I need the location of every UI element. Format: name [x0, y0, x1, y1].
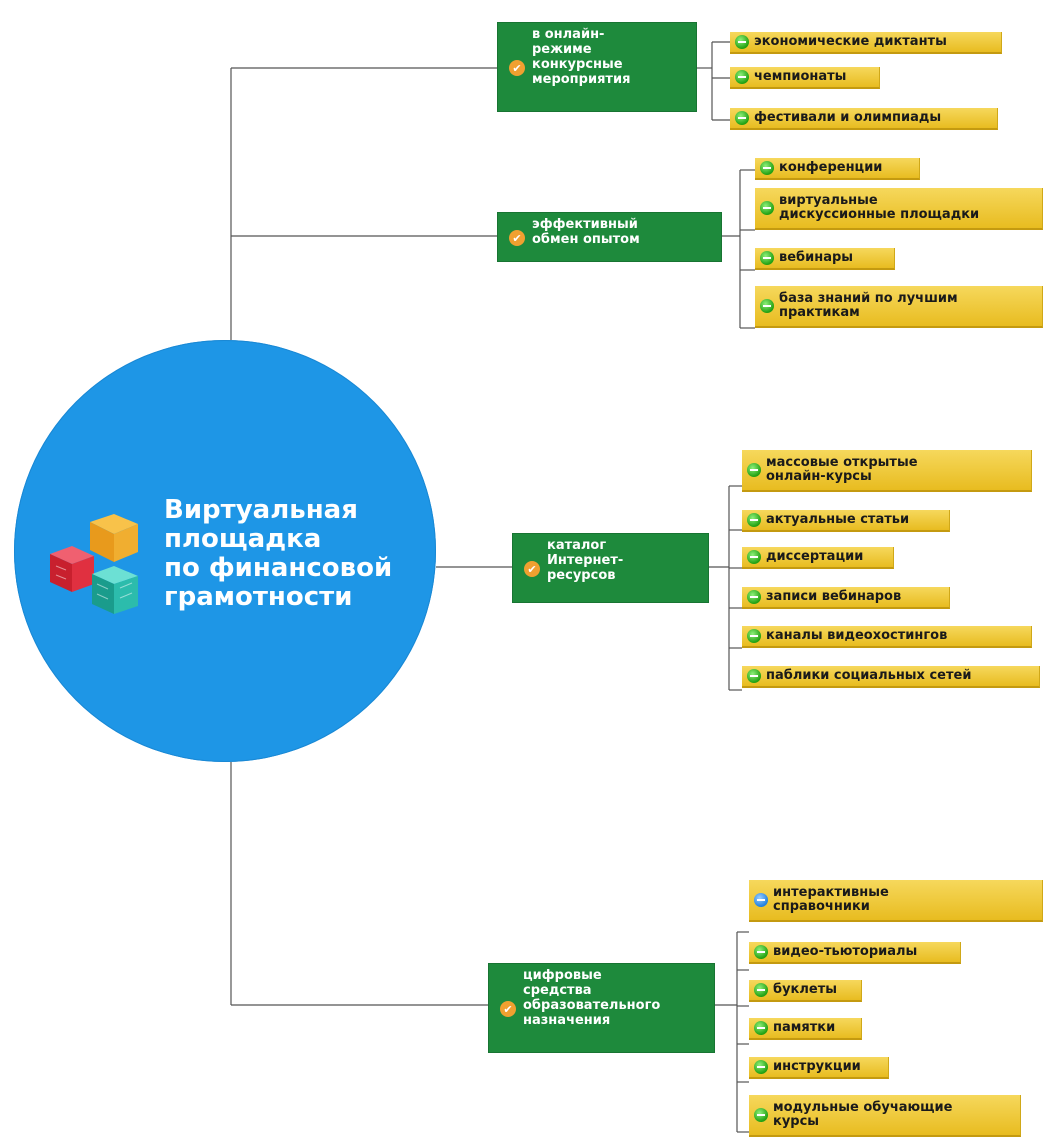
branch-online-contests[interactable]: ✔ в онлайн- режиме конкурсные мероприяти…	[497, 22, 697, 112]
leaf-booklets[interactable]: буклеты	[749, 980, 862, 1002]
green-bullet-icon	[735, 70, 749, 84]
leaf-conferences[interactable]: конференции	[755, 158, 920, 180]
leaf-label: модульные обучающие курсы	[773, 1100, 953, 1129]
leaf-social-network-publics[interactable]: паблики социальных сетей	[742, 666, 1040, 688]
branch-label: каталог Интернет- ресурсов	[547, 538, 624, 583]
check-icon: ✔	[524, 561, 540, 577]
leaf-instructions[interactable]: инструкции	[749, 1057, 889, 1079]
leaf-label: фестивали и олимпиады	[754, 110, 942, 125]
cubes-icon	[50, 514, 138, 614]
leaf-label: паблики социальных сетей	[766, 668, 972, 683]
green-bullet-icon	[754, 945, 768, 959]
leaf-label: конференции	[779, 160, 883, 175]
leaf-interactive-reference[interactable]: интерактивные справочники	[749, 880, 1043, 922]
green-bullet-icon	[754, 1060, 768, 1074]
green-bullet-icon	[760, 299, 774, 313]
leaf-webinar-recordings[interactable]: записи вебинаров	[742, 587, 950, 609]
leaf-label: записи вебинаров	[766, 589, 902, 604]
leaf-label: чемпионаты	[754, 69, 847, 84]
branch-experience-exchange[interactable]: ✔ эффективный обмен опытом	[497, 212, 722, 262]
green-bullet-icon	[747, 669, 761, 683]
green-bullet-icon	[747, 463, 761, 477]
branch-digital-educational-tools[interactable]: ✔ цифровые средства образовательного наз…	[488, 963, 715, 1053]
green-bullet-icon	[754, 1021, 768, 1035]
leaf-label: виртуальные дискуссионные площадки	[779, 193, 980, 222]
check-icon: ✔	[509, 230, 525, 246]
central-topic-title: Виртуальная площадка по финансовой грамо…	[164, 495, 393, 612]
leaf-mooc[interactable]: массовые открытые онлайн-курсы	[742, 450, 1032, 492]
leaf-best-practices-knowledge-base[interactable]: база знаний по лучшим практикам	[755, 286, 1043, 328]
central-topic-circle[interactable]	[14, 340, 436, 762]
leaf-video-hosting-channels[interactable]: каналы видеохостингов	[742, 626, 1032, 648]
green-bullet-icon	[747, 550, 761, 564]
leaf-current-articles[interactable]: актуальные статьи	[742, 510, 950, 532]
branch-label: эффективный обмен опытом	[532, 217, 640, 247]
branch-label: цифровые средства образовательного назна…	[523, 968, 661, 1028]
leaf-webinars[interactable]: вебинары	[755, 248, 895, 270]
green-bullet-icon	[747, 590, 761, 604]
leaf-label: буклеты	[773, 982, 838, 997]
green-bullet-icon	[747, 629, 761, 643]
branch-label: в онлайн- режиме конкурсные мероприятия	[532, 27, 631, 87]
leaf-label: инструкции	[773, 1059, 861, 1074]
green-bullet-icon	[754, 1108, 768, 1122]
green-bullet-icon	[754, 983, 768, 997]
branch-internet-resources-catalog[interactable]: ✔ каталог Интернет- ресурсов	[512, 533, 709, 603]
green-bullet-icon	[760, 161, 774, 175]
leaf-championships[interactable]: чемпионаты	[730, 67, 880, 89]
leaf-memos[interactable]: памятки	[749, 1018, 862, 1040]
leaf-label: диссертации	[766, 549, 864, 564]
leaf-label: каналы видеохостингов	[766, 628, 948, 643]
leaf-dissertations[interactable]: диссертации	[742, 547, 894, 569]
blue-bullet-icon	[754, 893, 768, 907]
leaf-label: вебинары	[779, 250, 854, 265]
leaf-modular-courses[interactable]: модульные обучающие курсы	[749, 1095, 1021, 1137]
leaf-festivals-olympiads[interactable]: фестивали и олимпиады	[730, 108, 998, 130]
leaf-label: интерактивные справочники	[773, 885, 889, 914]
leaf-virtual-discussion-platforms[interactable]: виртуальные дискуссионные площадки	[755, 188, 1043, 230]
green-bullet-icon	[747, 513, 761, 527]
green-bullet-icon	[735, 35, 749, 49]
leaf-label: база знаний по лучшим практикам	[779, 291, 958, 320]
green-bullet-icon	[760, 251, 774, 265]
leaf-video-tutorials[interactable]: видео-тьюториалы	[749, 942, 961, 964]
leaf-economic-dictations[interactable]: экономические диктанты	[730, 32, 1002, 54]
leaf-label: экономические диктанты	[754, 34, 947, 49]
check-icon: ✔	[509, 60, 525, 76]
leaf-label: видео-тьюториалы	[773, 944, 918, 959]
leaf-label: памятки	[773, 1020, 836, 1035]
leaf-label: массовые открытые онлайн-курсы	[766, 455, 918, 484]
leaf-label: актуальные статьи	[766, 512, 910, 527]
check-icon: ✔	[500, 1001, 516, 1017]
green-bullet-icon	[760, 201, 774, 215]
green-bullet-icon	[735, 111, 749, 125]
